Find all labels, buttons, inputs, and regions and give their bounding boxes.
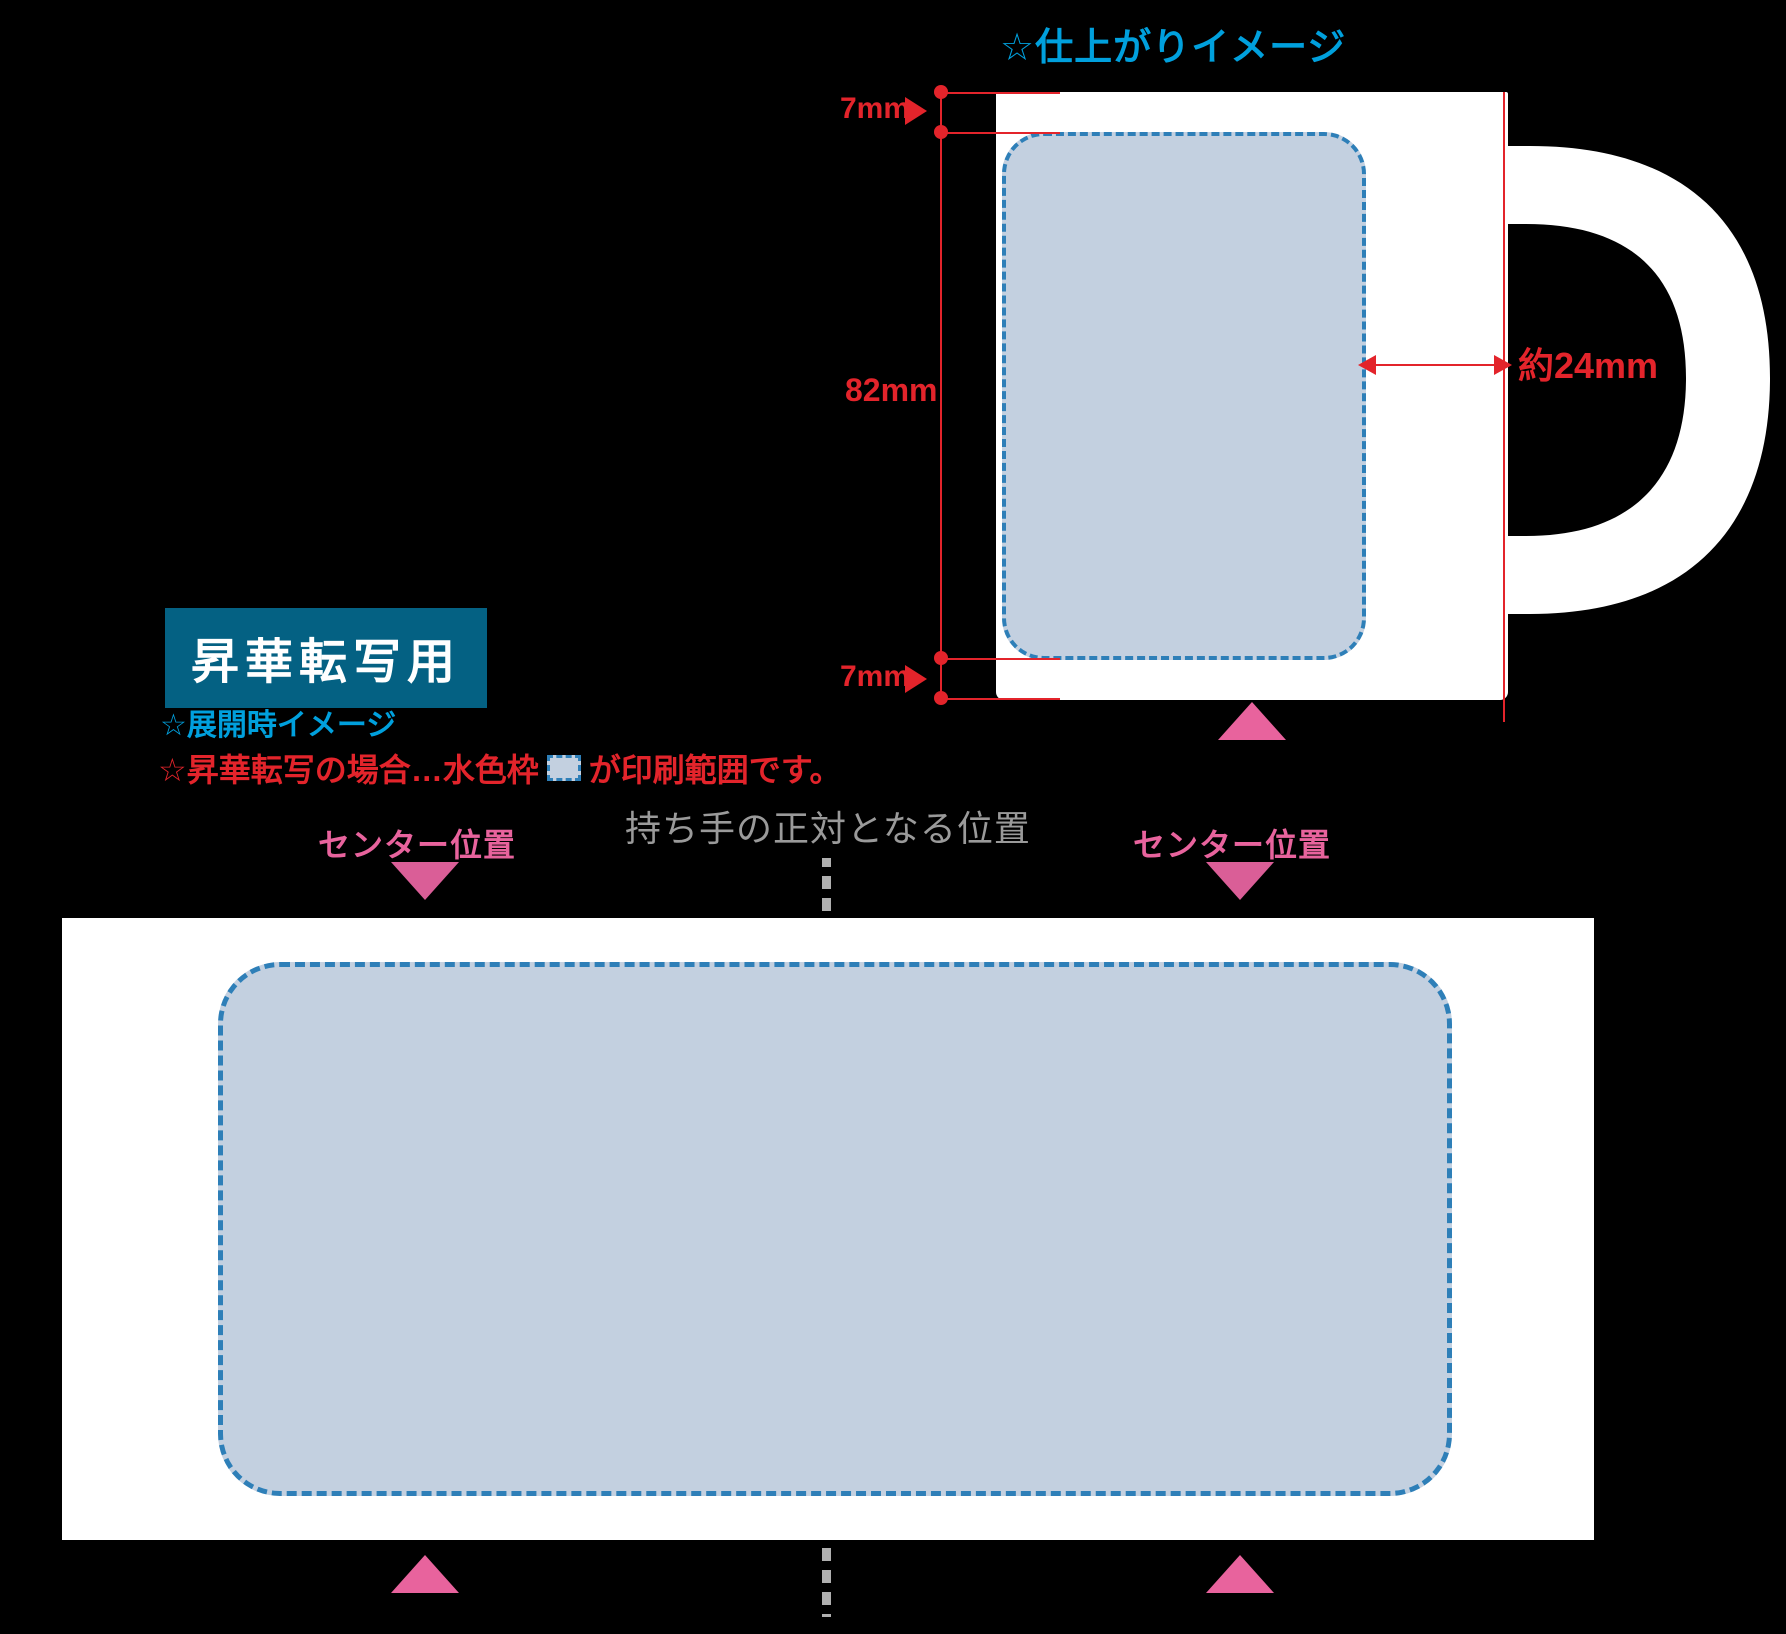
unfolded-image-title: ☆展開時イメージ <box>160 709 397 742</box>
arrow-right-icon <box>1494 355 1512 375</box>
mug-handle-icon <box>1448 146 1770 614</box>
tick-mug-bottom <box>940 698 1060 700</box>
center-position-label-right: センター位置 <box>1133 827 1332 863</box>
center-marker-bottom-left-icon <box>391 1555 459 1593</box>
dimension-label-print-height: 82mm <box>845 372 938 408</box>
finished-image-title: ☆仕上がりイメージ <box>1000 27 1347 69</box>
print-range-swatch-icon <box>546 755 581 781</box>
handle-opposite-label: 持ち手の正対となる位置 <box>625 809 1031 849</box>
handle-opposite-guide-top <box>822 858 831 916</box>
handle-opposite-guide-bottom <box>822 1545 831 1617</box>
tick-mug-top <box>940 92 1060 94</box>
dimension-label-handle-offset: 約24mm <box>1518 345 1659 386</box>
dim-dot-print-bottom <box>934 651 948 665</box>
print-range-note: ☆昇華転写の場合…水色枠 が印刷範囲です。 <box>158 745 842 791</box>
center-position-label-left: センター位置 <box>318 827 517 863</box>
print-area-front <box>1002 132 1366 660</box>
dim-dot-mug-top <box>934 85 948 99</box>
print-range-note-prefix: ☆昇華転写の場合…水色枠 <box>158 752 539 788</box>
center-mark-mug-bottom-icon <box>1218 702 1286 740</box>
dim-dot-mug-bottom <box>934 691 948 705</box>
dimension-line-handle-offset <box>1365 364 1505 366</box>
reference-line-mug-right-edge <box>1503 92 1505 722</box>
tick-print-top <box>940 132 1060 134</box>
arrow-top-margin-icon <box>905 97 927 125</box>
dim-dot-print-top <box>934 125 948 139</box>
center-marker-left-icon <box>391 862 459 900</box>
arrow-bottom-margin-icon <box>905 665 927 693</box>
print-area-unfolded <box>218 962 1452 1496</box>
dimension-label-top-margin: 7mm <box>840 92 911 125</box>
tick-print-bottom <box>940 658 1060 660</box>
sublimation-badge: 昇華転写用 <box>165 608 488 708</box>
dimension-line-vertical <box>940 90 942 700</box>
arrow-left-icon <box>1358 355 1376 375</box>
print-range-note-suffix: が印刷範囲です。 <box>588 752 842 788</box>
center-marker-right-icon <box>1206 862 1274 900</box>
dimension-label-bottom-margin: 7mm <box>840 660 911 693</box>
center-marker-bottom-right-icon <box>1206 1555 1274 1593</box>
